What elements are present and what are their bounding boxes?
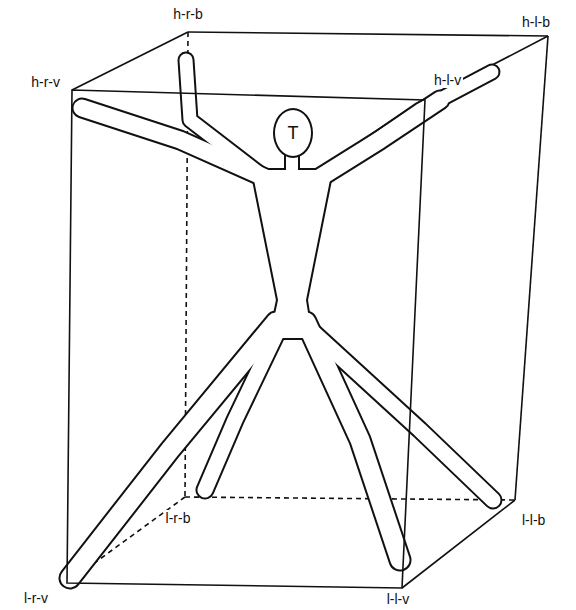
corner-label: h-l-b (520, 14, 552, 30)
corner-label: h-r-b (171, 6, 205, 22)
corner-label: h-l-v (432, 72, 463, 88)
corner-label: l-r-b (164, 510, 193, 526)
head-letter: T (288, 124, 299, 142)
corner-label: l-l-b (520, 512, 547, 528)
box-front-face (67, 90, 425, 588)
human-figure (70, 60, 493, 578)
head-oval: T (273, 108, 313, 158)
corner-label: l-r-v (22, 590, 50, 606)
corner-label: h-r-v (29, 74, 62, 90)
corner-label: l-l-v (385, 591, 412, 607)
box-wireframe (67, 32, 548, 588)
